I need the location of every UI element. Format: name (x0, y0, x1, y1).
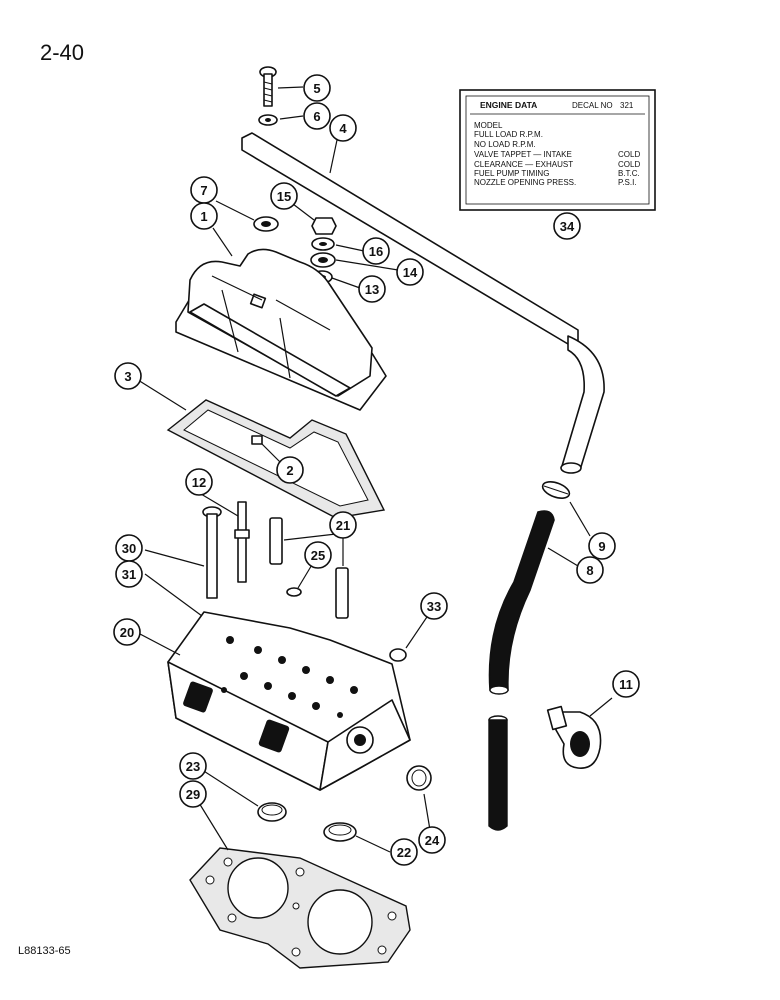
decal-row-4-right: COLD (618, 160, 640, 169)
breather-tube (241, 132, 605, 474)
engine-data-decal: ENGINE DATA DECAL NO 321 MODEL FULL LOAD… (459, 89, 656, 211)
callout-6: 6 (303, 102, 331, 130)
svg-text:1: 1 (200, 209, 207, 224)
callout-12: 12 (185, 468, 213, 496)
decal-row-0: MODEL (474, 121, 503, 130)
stud-12 (234, 501, 250, 583)
svg-text:24: 24 (425, 833, 440, 848)
callout-4: 4 (329, 114, 357, 142)
decal-row-6-right: P.S.I. (618, 178, 637, 187)
head-gasket (189, 847, 411, 969)
decal-row-3-right: COLD (618, 150, 640, 159)
callout-2: 2 (276, 456, 304, 484)
callout-24: 24 (418, 826, 446, 854)
svg-text:16: 16 (369, 244, 383, 259)
decal-row-5: FUEL PUMP TIMING (474, 169, 549, 178)
svg-text:2: 2 (286, 463, 293, 478)
valve-cover (175, 248, 387, 411)
decal-row-2: NO LOAD R.P.M. (474, 140, 536, 149)
callout-15: 15 (270, 182, 298, 210)
washer-25 (286, 587, 302, 597)
hose-clamp (541, 481, 571, 499)
svg-text:12: 12 (192, 475, 206, 490)
callout-7: 7 (190, 176, 218, 204)
breather-hose-lower (488, 715, 508, 831)
svg-text:3: 3 (124, 369, 131, 384)
seal-ring-24 (406, 765, 432, 791)
decal-no: 321 (620, 101, 634, 110)
cover-gasket (166, 399, 386, 519)
svg-text:13: 13 (365, 282, 379, 297)
svg-text:33: 33 (427, 599, 441, 614)
figure-code: L88133-65 (18, 945, 71, 957)
svg-text:30: 30 (122, 541, 136, 556)
seal-ring-22 (323, 822, 357, 842)
decal-title: ENGINE DATA (480, 100, 537, 110)
decal-row-5-right: B.T.C. (618, 169, 640, 178)
stud-21b (335, 567, 349, 619)
callout-23: 23 (179, 752, 207, 780)
svg-text:29: 29 (186, 787, 200, 802)
decal-row-6: NOZZLE OPENING PRESS. (474, 178, 576, 187)
callout-21: 21 (329, 511, 357, 539)
callout-33: 33 (420, 592, 448, 620)
callout-3: 3 (114, 362, 142, 390)
svg-text:23: 23 (186, 759, 200, 774)
svg-text:22: 22 (397, 845, 411, 860)
washer-part (258, 114, 278, 126)
svg-text:20: 20 (120, 625, 134, 640)
callout-16: 16 (362, 237, 390, 265)
callout-25: 25 (304, 541, 332, 569)
svg-text:31: 31 (122, 567, 136, 582)
plug-33 (389, 648, 407, 662)
svg-text:11: 11 (619, 677, 633, 692)
callout-34: 34 (553, 212, 581, 240)
callout-13: 13 (358, 275, 386, 303)
svg-text:21: 21 (336, 518, 350, 533)
svg-text:8: 8 (586, 563, 593, 578)
svg-text:9: 9 (598, 539, 605, 554)
callout-29: 29 (179, 780, 207, 808)
svg-text:25: 25 (311, 548, 325, 563)
callout-8: 8 (576, 556, 604, 584)
callout-5: 5 (303, 74, 331, 102)
callout-1: 1 (190, 202, 218, 230)
bolt-part (259, 66, 277, 107)
stud-21a (269, 517, 283, 565)
bolt-30 (202, 506, 222, 599)
svg-text:15: 15 (277, 189, 291, 204)
callout-30: 30 (115, 534, 143, 562)
small-clip-part (251, 435, 263, 445)
callout-22: 22 (390, 838, 418, 866)
callout-11: 11 (612, 670, 640, 698)
callout-20: 20 (113, 618, 141, 646)
svg-text:5: 5 (313, 81, 320, 96)
callout-9: 9 (588, 532, 616, 560)
cylinder-head (167, 611, 411, 791)
decal-row-3: VALVE TAPPET — INTAKE (474, 150, 572, 159)
decal-row-4: CLEARANCE — EXHAUST (474, 160, 573, 169)
svg-text:4: 4 (339, 121, 347, 136)
callout-31: 31 (115, 560, 143, 588)
decal-row-1: FULL LOAD R.P.M. (474, 130, 543, 139)
svg-text:14: 14 (403, 265, 418, 280)
seal-ring-23 (257, 802, 287, 822)
washer-7 (253, 216, 279, 232)
breather-hose-upper (488, 510, 555, 695)
svg-text:6: 6 (313, 109, 320, 124)
svg-text:34: 34 (560, 219, 575, 234)
hose-clip (546, 705, 602, 769)
svg-text:7: 7 (200, 183, 207, 198)
decal-no-label: DECAL NO (572, 101, 613, 110)
callout-14: 14 (396, 258, 424, 286)
page-number: 2-40 (40, 40, 85, 65)
